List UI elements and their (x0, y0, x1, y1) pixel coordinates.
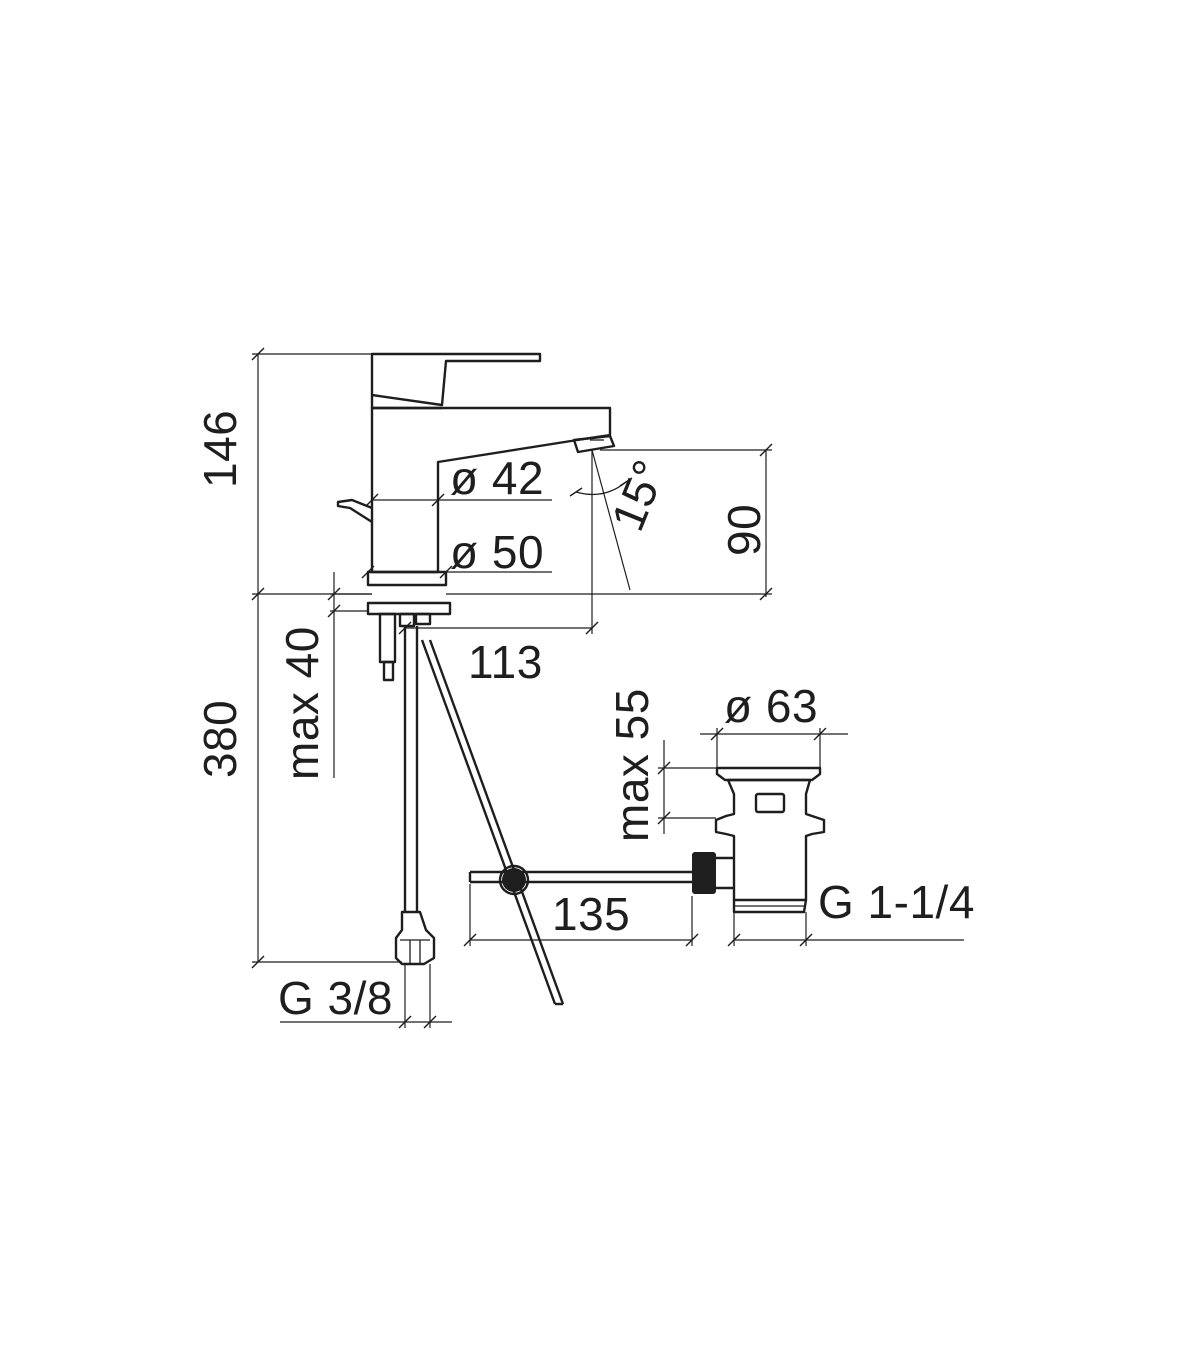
pop-up-knob (336, 498, 373, 524)
label-90: 90 (718, 504, 770, 556)
pop-up-rod-right (428, 639, 565, 1005)
label-380: 380 (194, 700, 246, 778)
pivot-clamp (502, 868, 526, 892)
waste-body-upper (714, 778, 826, 902)
pivot-clamp-ring (498, 864, 530, 896)
aerator (572, 434, 616, 454)
label-d42: ø 42 (450, 452, 544, 504)
pop-up-rod-left (420, 639, 557, 1005)
dimension-labels: 146 ø 42 ø 50 15° 90 113 max 40 380 G 3/… (194, 410, 975, 1024)
label-113: 113 (468, 636, 543, 688)
label-d50: ø 50 (450, 526, 544, 578)
hose-connector-2 (414, 612, 432, 626)
waste-plug-head (715, 766, 822, 782)
hose-connector (398, 612, 416, 628)
label-max55: max 55 (606, 688, 658, 842)
label-max40: max 40 (276, 626, 328, 780)
waste-lever-housing (692, 852, 716, 894)
dimension-lines (251, 347, 964, 1029)
fixing-stud (378, 612, 397, 664)
lever-handle (370, 352, 542, 407)
label-g38: G 3/8 (278, 972, 393, 1024)
angle-ref-line (591, 449, 631, 591)
label-g114: G 1-1/4 (818, 876, 975, 928)
fixing-plate (366, 601, 452, 616)
waste-window (754, 792, 786, 814)
hose-nut (394, 910, 436, 966)
base-ring (366, 570, 448, 587)
label-135: 135 (552, 888, 630, 940)
pop-up-waste (692, 766, 826, 914)
mixer-tap (252, 352, 616, 966)
pop-up-rod (420, 639, 692, 1006)
label-146: 146 (194, 410, 246, 488)
fixing-stud-end (382, 660, 395, 682)
label-d63: ø 63 (724, 680, 818, 732)
